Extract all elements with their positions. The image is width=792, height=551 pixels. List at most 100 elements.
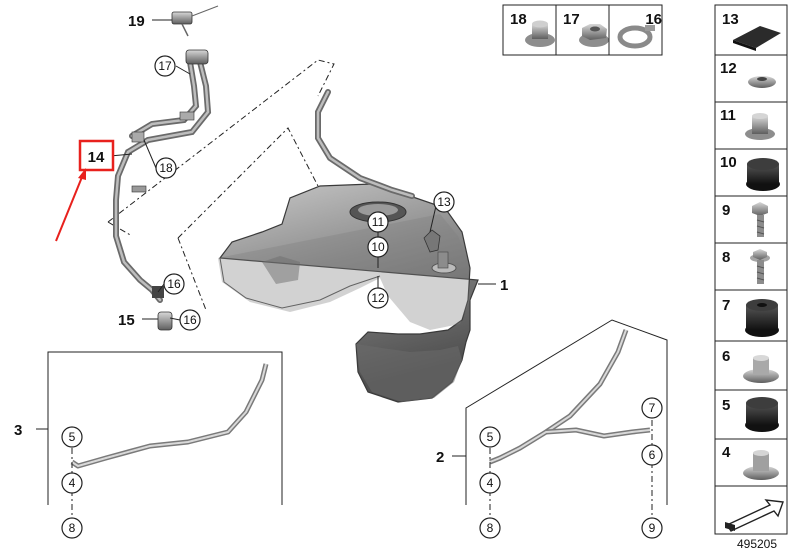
callout-9[interactable]: 9 xyxy=(641,517,663,539)
leader-13 xyxy=(429,205,437,233)
grid-label-17: 17 xyxy=(563,11,580,28)
callout-13-text: 13 xyxy=(437,195,451,209)
grid-cell-5[interactable]: 5 xyxy=(714,389,788,440)
grid-cell-17[interactable]: 17 xyxy=(555,4,610,56)
box-2-frame xyxy=(465,319,668,505)
rubber-grommet-icon xyxy=(746,158,780,191)
hose-clamp-icon xyxy=(617,25,655,49)
callout-18[interactable]: 18 xyxy=(155,157,177,179)
callout-4a[interactable]: 4 xyxy=(61,472,83,494)
callout-6[interactable]: 6 xyxy=(641,444,663,466)
assembly-boundary-2 xyxy=(177,127,319,239)
callout-16a-text: 16 xyxy=(167,277,181,291)
grid-label-8: 8 xyxy=(722,249,730,266)
part-19-clip[interactable] xyxy=(171,5,219,37)
callout-10[interactable]: 10 xyxy=(367,236,389,258)
callout-9-text: 9 xyxy=(649,521,656,535)
callout-11[interactable]: 11 xyxy=(367,211,389,233)
grid-cell-6[interactable]: 6 xyxy=(714,340,788,391)
grid-label-6: 6 xyxy=(722,348,730,365)
filler-pipe[interactable] xyxy=(113,49,212,331)
highlight-arrow xyxy=(55,168,86,242)
callout-15-text: 15 xyxy=(118,312,135,329)
callout-11-text: 11 xyxy=(372,215,385,229)
callout-7-text: 7 xyxy=(649,401,656,415)
callout-5a-text: 5 xyxy=(69,430,76,444)
callout-12[interactable]: 12 xyxy=(367,287,389,309)
callout-8b-text: 8 xyxy=(487,521,494,535)
callout-19[interactable]: 19 xyxy=(128,13,145,30)
washer-icon xyxy=(748,76,776,88)
callout-16a[interactable]: 16 xyxy=(163,273,185,295)
callout-1-text: 1 xyxy=(500,277,508,294)
callout-2-text: 2 xyxy=(436,449,444,466)
callout-3-text: 3 xyxy=(14,422,22,439)
callout-19-text: 19 xyxy=(128,13,145,30)
callout-3[interactable]: 3 xyxy=(14,422,22,439)
callout-16b[interactable]: 16 xyxy=(179,309,201,331)
grid-cell-4[interactable]: 4 xyxy=(714,438,788,487)
grid-cell-13[interactable]: 13 xyxy=(714,4,788,56)
callout-2[interactable]: 2 xyxy=(436,449,444,466)
grid-label-18: 18 xyxy=(510,11,527,28)
leader-18 xyxy=(143,139,157,169)
bolt-with-washer-icon xyxy=(750,249,770,284)
callout-14-highlighted[interactable]: 14 xyxy=(78,139,115,172)
callout-6-text: 6 xyxy=(649,448,656,462)
collar-washer-icon xyxy=(743,355,779,383)
grid-label-16: 16 xyxy=(645,11,662,28)
tension-strap-right[interactable] xyxy=(489,329,651,465)
grid-cell-10[interactable]: 10 xyxy=(714,148,788,197)
callout-12-text: 12 xyxy=(371,291,385,305)
callout-5b-text: 5 xyxy=(487,430,494,444)
direction-arrow-icon xyxy=(725,499,784,532)
grid-cell-8[interactable]: 8 xyxy=(714,242,788,291)
flanged-bushing-icon xyxy=(743,450,779,480)
grid-cell-9[interactable]: 9 xyxy=(714,195,788,244)
grid-cell-arrow xyxy=(714,485,788,535)
tension-strap-left[interactable] xyxy=(70,363,269,469)
callout-16b-text: 16 xyxy=(183,313,197,327)
leader-16a xyxy=(157,283,165,293)
grid-label-7: 7 xyxy=(722,297,730,314)
callout-13[interactable]: 13 xyxy=(433,191,455,213)
grid-label-13: 13 xyxy=(722,11,739,28)
leader-17 xyxy=(175,65,191,75)
grid-cell-7[interactable]: 7 xyxy=(714,289,788,342)
grid-cell-12[interactable]: 12 xyxy=(714,54,788,103)
parts-grid: 18 17 16 13 xyxy=(502,4,788,535)
diagram-id: 495205 xyxy=(737,537,777,551)
callout-15[interactable]: 15 xyxy=(118,312,135,329)
box-3-frame xyxy=(47,351,283,505)
grid-cell-11[interactable]: 11 xyxy=(714,101,788,150)
bolt-icon xyxy=(752,202,768,237)
callout-4b[interactable]: 4 xyxy=(479,472,501,494)
rubber-mount-icon xyxy=(745,299,779,337)
assembly-boundary-4 xyxy=(107,221,133,237)
spacer-sleeve-icon xyxy=(745,113,775,140)
callout-17[interactable]: 17 xyxy=(154,55,176,77)
callout-18-text: 18 xyxy=(159,161,173,175)
callout-8a-text: 8 xyxy=(69,521,76,535)
callout-4a-text: 4 xyxy=(69,476,76,490)
callout-4b-text: 4 xyxy=(487,476,494,490)
callout-5b[interactable]: 5 xyxy=(479,426,501,448)
grid-cell-16[interactable]: 16 xyxy=(608,4,663,56)
callout-1[interactable]: 1 xyxy=(500,277,508,294)
callout-5a[interactable]: 5 xyxy=(61,426,83,448)
assembly-boundary-3 xyxy=(177,237,207,311)
callout-14-text: 14 xyxy=(88,149,105,166)
foam-pad-icon xyxy=(733,26,781,51)
assembly-boundary xyxy=(107,59,335,223)
callout-8b[interactable]: 8 xyxy=(479,517,501,539)
grid-label-4: 4 xyxy=(722,444,731,461)
grid-label-5: 5 xyxy=(722,397,730,414)
fuel-tank[interactable] xyxy=(218,183,479,403)
grid-cell-18[interactable]: 18 xyxy=(502,4,557,56)
vent-line[interactable] xyxy=(315,89,415,199)
leader-16b xyxy=(169,317,181,321)
callout-7[interactable]: 7 xyxy=(641,397,663,419)
grid-label-10: 10 xyxy=(720,154,737,171)
callout-8a[interactable]: 8 xyxy=(61,517,83,539)
